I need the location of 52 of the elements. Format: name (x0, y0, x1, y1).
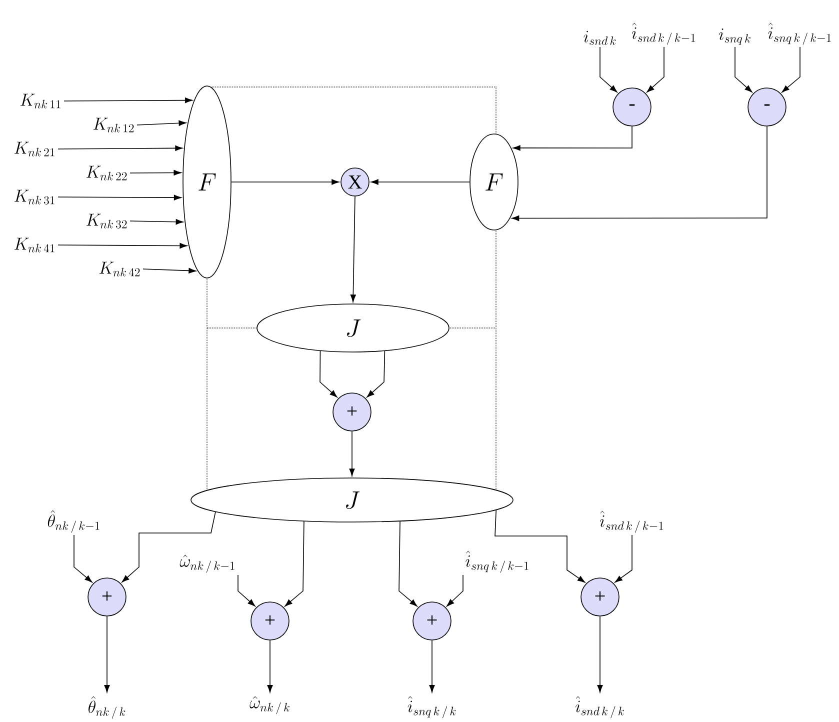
arrow (614, 534, 632, 583)
arrow (104, 616, 110, 693)
arrow (429, 640, 435, 693)
arrow (74, 534, 92, 582)
variable-label: $\hat{i}_{snd\,k\,/\,k}$ (576, 696, 624, 718)
arrow (267, 640, 273, 693)
variable-label: $\hat{i}_{snq\,k\,/\,k-1}$ (768, 22, 831, 45)
variable-label: $\hat{i}_{snq\,k\,/\,k}$ (408, 696, 456, 718)
arrow (446, 574, 464, 606)
arrow (597, 616, 603, 693)
arrow (58, 194, 182, 200)
arrow (136, 120, 186, 126)
arrow (58, 243, 188, 248)
variable-label: $K_{nk\,32}$ (86, 214, 127, 228)
arrow (494, 510, 586, 583)
arrow (349, 431, 355, 476)
arrow (320, 350, 338, 398)
variable-label: $K_{nk\,12}$ (93, 118, 134, 132)
arrow (130, 170, 182, 176)
arrow (398, 520, 418, 606)
variable-label: $\hat{\theta}_{nk\,/\,k-1}$ (48, 510, 100, 533)
arrow (600, 46, 618, 92)
variable-label: $K_{nk\,21}$ (14, 142, 54, 156)
variable-label: $K_{nk\,31}$ (14, 190, 54, 204)
variable-label: $\hat{\omega}_{nk\,/\,k}$ (250, 696, 290, 714)
variable-label: $\hat{\theta}_{nk\,/\,k}$ (88, 696, 126, 719)
arrow (370, 179, 470, 185)
arrow (142, 268, 196, 274)
arrow (130, 219, 184, 225)
variable-label: $K_{nk\,11}$ (20, 94, 60, 108)
variable-label: $i_{snq\,k}$ (718, 28, 750, 45)
arrow (350, 196, 356, 302)
variable-label: $\hat{\omega}_{nk\,/\,k-1}$ (180, 554, 234, 573)
arrow (284, 520, 304, 606)
arrow (512, 126, 768, 221)
variable-label: $\hat{i}_{snd\,k\,/\,k-1}$ (632, 22, 696, 45)
arrow (646, 46, 664, 92)
arrow (58, 145, 183, 151)
variable-label: $K_{nk\,41}$ (14, 238, 54, 252)
arrow (238, 574, 256, 606)
arrow (64, 98, 193, 104)
arrow (512, 126, 632, 151)
variable-label: $\hat{i}_{snd\,k\,/\,k-1}$ (600, 510, 664, 533)
arrow (122, 512, 216, 582)
arrow (782, 46, 800, 92)
arrow (366, 350, 386, 398)
variable-label: $\hat{i}_{snq\,k\,/\,k-1}$ (466, 550, 528, 573)
variable-label: $K_{nk\,22}$ (86, 166, 127, 180)
arrow (734, 46, 752, 92)
variable-label: $i_{snd\,k}$ (584, 30, 616, 45)
variable-label: $K_{nk\,42}$ (99, 262, 140, 276)
arrow (231, 179, 340, 185)
